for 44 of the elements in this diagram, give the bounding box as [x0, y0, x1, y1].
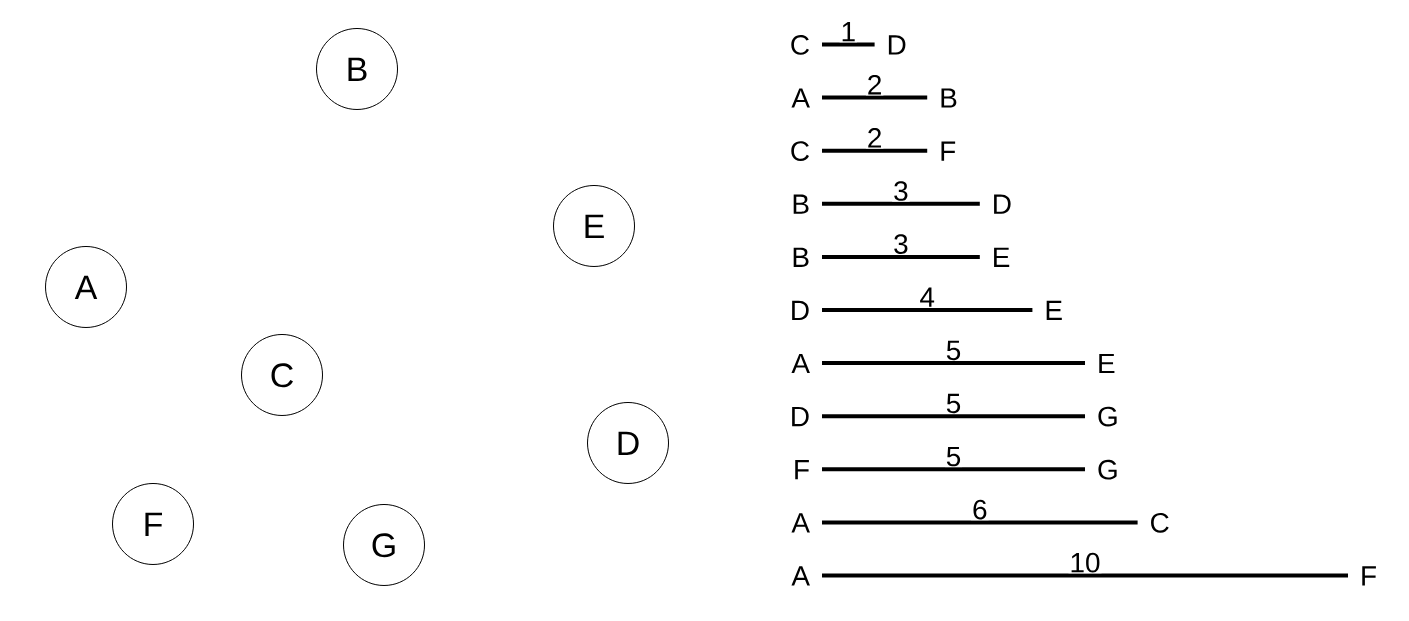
- vertex-letter: B: [941, 88, 957, 108]
- vertex-letter: D: [888, 35, 906, 55]
- vertex-letter: C: [791, 141, 809, 161]
- connector-line: [822, 414, 1085, 419]
- vertex-letter: A: [791, 566, 810, 586]
- connector-line: [822, 467, 1085, 472]
- edge-label: 1: [839, 21, 858, 43]
- connector-line: [822, 148, 928, 153]
- vertex-letter: D: [792, 300, 809, 320]
- vertex-letter: E: [994, 247, 1010, 267]
- edge-label: 5: [944, 339, 963, 361]
- edge-label: 10: [1068, 551, 1102, 574]
- connector-line: [822, 520, 1138, 525]
- connector-line: [822, 361, 1085, 366]
- edge-label: 2: [865, 127, 884, 149]
- vertex-letter: B: [793, 247, 809, 267]
- edge-label: 3: [892, 233, 910, 255]
- vertex-letter: F: [941, 141, 956, 161]
- edge-label: 2: [865, 73, 884, 96]
- vertex-letter: D: [792, 407, 809, 427]
- connector-line: [822, 201, 980, 206]
- vertex-letter: A: [791, 88, 810, 108]
- vertex-letter: E: [1046, 300, 1062, 320]
- connector-line: [822, 308, 1033, 312]
- vertex-letter: D: [994, 194, 1011, 214]
- connector-line: [822, 95, 928, 100]
- edge-label: 5: [944, 392, 963, 414]
- vertex-letter: F: [1362, 566, 1376, 586]
- vertex-letter: F: [795, 460, 809, 480]
- edge-label: 6: [971, 498, 989, 521]
- edge-label: 3: [892, 180, 910, 202]
- vertex-letter: A: [791, 353, 810, 374]
- vertex-letter: C: [1151, 512, 1169, 533]
- connector-line: [822, 573, 1348, 578]
- vertex-letter: G: [1098, 406, 1117, 427]
- vertex-letter: E: [1099, 353, 1115, 374]
- vertex-letter: A: [791, 513, 810, 533]
- vertex-letter: G: [1098, 459, 1117, 480]
- vertex-letter: C: [791, 35, 809, 55]
- connector-line: [822, 42, 875, 47]
- connector-line: [822, 254, 980, 259]
- vertex-letter: B: [793, 194, 809, 214]
- edge-label: 5: [944, 445, 963, 468]
- edge-label: 4: [918, 286, 936, 308]
